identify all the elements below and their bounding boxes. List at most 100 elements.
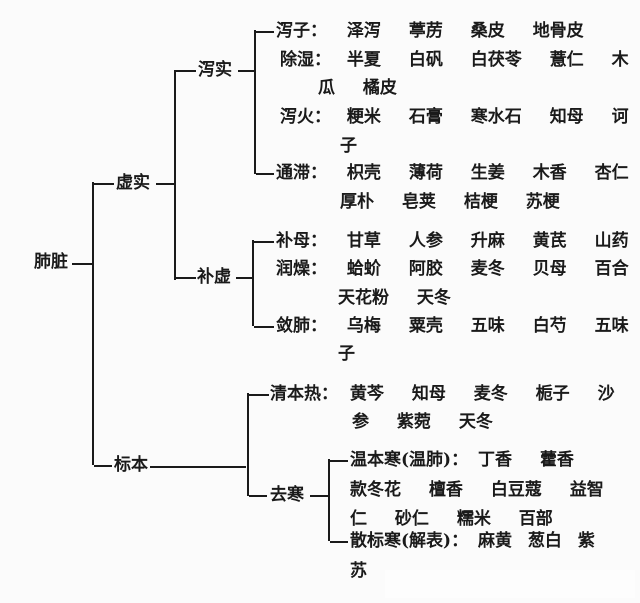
leaf-chushi-cont: 瓜 橘皮	[318, 78, 419, 98]
quhan-out-connector	[310, 495, 328, 497]
herb: 丁香	[478, 450, 513, 470]
quhan-bracket	[328, 459, 330, 541]
herb: 山药	[594, 231, 629, 251]
herb: 百合	[594, 259, 629, 279]
herb: 厚朴	[340, 192, 374, 212]
wenbenhan-connector	[330, 460, 348, 462]
herb: 栀子	[535, 384, 570, 404]
herb: 子	[338, 344, 355, 364]
herb: 石膏	[408, 107, 443, 127]
leaf-wenbenhan-cont2: 仁 砂仁 糯米 百部	[350, 509, 575, 529]
leaf-label: 敛肺：	[276, 316, 327, 336]
herb: 苏梗	[525, 192, 560, 212]
herb: 麻黄	[478, 531, 513, 551]
herb: 糯米	[456, 509, 491, 529]
node-quhan: 去寒	[270, 485, 304, 505]
leaf-label: 润燥：	[276, 259, 327, 279]
root-bracket	[92, 182, 94, 465]
leaf-lianfei: 敛肺： 乌梅 粟壳 五味 白芍 五味	[276, 316, 640, 336]
quhan-connector	[249, 495, 267, 497]
xieshi-bracket	[254, 30, 256, 174]
leaf-label: 补母：	[276, 231, 327, 251]
leaf-xiezi: 泻子： 泽泻 葶苈 桑皮 地骨皮	[276, 21, 606, 41]
leaf-label: 泻子：	[276, 21, 327, 41]
leaf-chushi: 除湿： 半夏 白矾 白茯苓 薏仁 木	[280, 50, 640, 70]
tongzhi-connector	[256, 173, 274, 175]
herb: 紫	[577, 531, 595, 551]
leaf-label: 泻火：	[280, 107, 331, 127]
herb: 粟壳	[408, 316, 443, 336]
leaf-wenbenhan-cont: 款冬花 檀香 白豆蔻 益智	[350, 480, 626, 500]
herb: 贝母	[532, 259, 567, 279]
herb: 藿香	[539, 450, 574, 470]
xushi-bracket	[174, 70, 176, 280]
herb: 乌梅	[346, 316, 381, 336]
herb: 子	[340, 136, 357, 156]
qingbenre-cont: 参 紫菀 天冬	[352, 412, 515, 432]
herb: 白茯苓	[470, 50, 522, 70]
leaf-runzao: 润燥： 蛤蚧 阿胶 麦冬 贝母 百合	[276, 259, 640, 279]
biaoben-connector	[94, 465, 112, 467]
herb: 薏仁	[549, 50, 584, 70]
herb: 泽泻	[346, 21, 381, 41]
leaf-xiehuo-cont: 子	[340, 136, 379, 156]
herb: 知母	[411, 384, 446, 404]
watermark-overlay	[385, 570, 635, 598]
herb: 黄芩	[349, 384, 384, 404]
herb: 苏	[350, 561, 367, 581]
node-xieshi: 泻实	[198, 60, 232, 80]
herb: 沙	[597, 384, 615, 404]
leaf-sanbiaohan-cont: 苏	[350, 561, 389, 581]
herb: 参	[352, 412, 369, 432]
herb: 白矾	[408, 50, 443, 70]
herb: 地骨皮	[532, 21, 584, 41]
herb: 皂荚	[401, 192, 436, 212]
herb: 甘草	[346, 231, 381, 251]
xushi-out-connector	[156, 183, 174, 185]
leaf-lianfei-cont: 子	[338, 344, 377, 364]
node-qingbenre: 清本热： 黄芩 知母 麦冬 栀子 沙	[270, 384, 637, 404]
herb: 葱白	[527, 531, 562, 551]
herb: 知母	[549, 107, 584, 127]
herb: 天冬	[416, 288, 451, 308]
node-buxu: 补虚	[197, 267, 231, 287]
herb: 益智	[569, 480, 604, 500]
herb: 木	[611, 50, 629, 70]
herb: 蛤蚧	[346, 259, 381, 279]
herb: 天冬	[458, 412, 493, 432]
herb: 葶苈	[408, 21, 443, 41]
herb: 升麻	[470, 231, 505, 251]
xieshi-out-connector	[238, 70, 254, 72]
herb: 五味	[470, 316, 505, 336]
buxu-bracket	[252, 240, 254, 326]
herb: 瓜	[318, 78, 335, 98]
leaf-label: 通滞：	[276, 163, 327, 183]
lianfei-connector	[254, 326, 274, 328]
herb: 白芍	[532, 316, 567, 336]
herb: 橘皮	[362, 78, 397, 98]
leaf-sanbiaohan: 散标寒(解表)： 麻黄 葱白 紫	[350, 531, 617, 551]
qingbenre-connector	[249, 394, 269, 396]
herb: 木香	[532, 163, 567, 183]
herb: 紫菀	[396, 412, 431, 432]
leaf-label: 温本寒(温肺)：	[350, 450, 469, 470]
node-biaoben: 标本	[114, 455, 148, 475]
herb: 五味	[594, 316, 629, 336]
leaf-runzao-cont: 天花粉 天冬	[338, 288, 473, 308]
sanbiaohan-connector	[330, 541, 348, 543]
node-xushi: 虚实	[116, 173, 150, 193]
herb: 百部	[518, 509, 553, 529]
herb: 麦冬	[473, 384, 508, 404]
herb: 仁	[350, 509, 367, 529]
root-connector	[72, 263, 92, 265]
herb: 款冬花	[350, 480, 401, 500]
herb: 麦冬	[470, 259, 505, 279]
herb: 杏仁	[594, 163, 629, 183]
herb: 檀香	[428, 480, 463, 500]
buxu-out-connector	[236, 277, 252, 279]
bumu-connector	[254, 241, 274, 243]
xiezi-connector	[256, 31, 274, 33]
leaf-label: 清本热：	[270, 384, 338, 404]
leaf-xiehuo: 泻火： 粳米 石膏 寒水石 知母 诃	[280, 107, 640, 127]
leaf-tongzhi: 通滞： 枳壳 薄荷 生姜 木香 杏仁	[276, 163, 640, 183]
